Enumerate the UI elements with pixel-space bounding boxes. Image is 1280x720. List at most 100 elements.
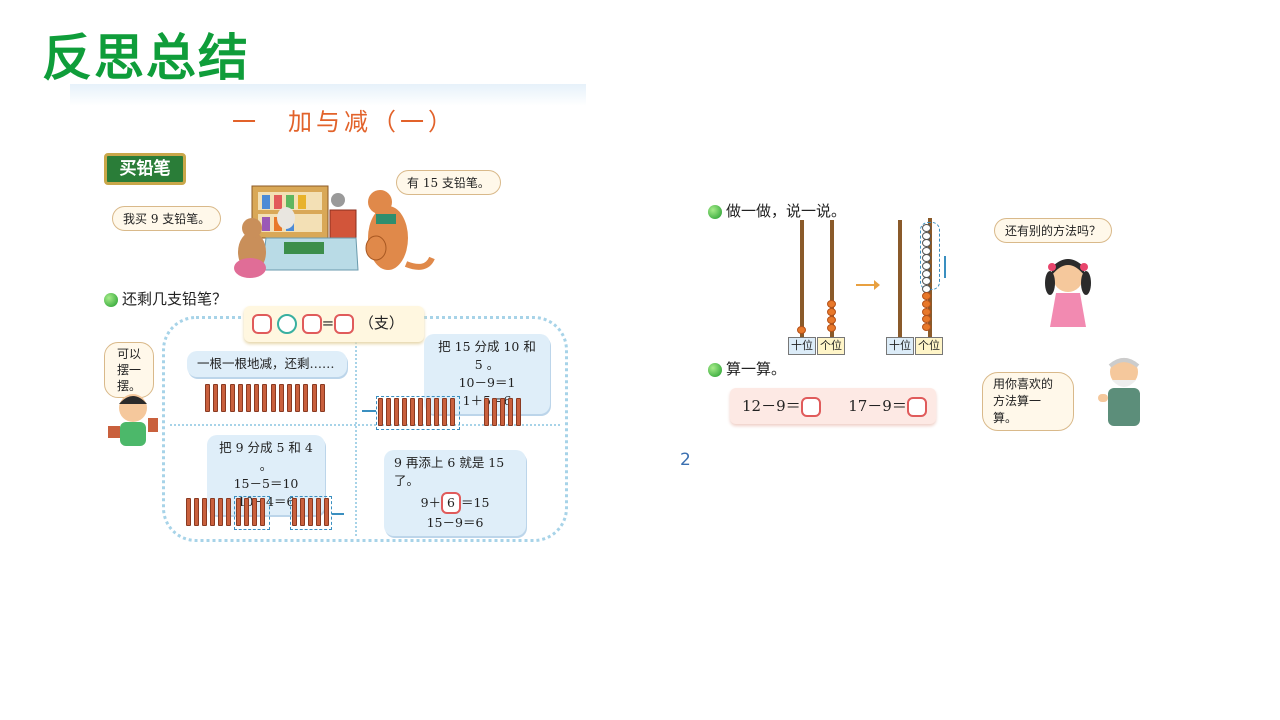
- abacus-1-ones-label: 个位: [817, 337, 845, 355]
- counting-stick: [226, 498, 231, 526]
- method-2-line: 把 15 分成 10 和 5 。: [438, 339, 536, 372]
- do-say-text: 做一做，说一说。: [726, 202, 847, 220]
- counting-stick: [270, 384, 276, 412]
- abacus-bead: [922, 254, 931, 263]
- slide-title: 反思总结: [42, 29, 250, 87]
- abacus-bead: [922, 246, 931, 255]
- shop-scene-illustration: [234, 185, 435, 278]
- green-bullet-icon: [104, 293, 118, 307]
- counting-stick: [236, 498, 241, 526]
- calc-box: 12－9＝ 17－9＝: [730, 388, 936, 424]
- calc-heading-text: 算一算。: [726, 360, 787, 378]
- counting-stick: [244, 498, 249, 526]
- abacus-bead: [797, 326, 806, 334]
- counting-stick: [205, 384, 210, 412]
- green-bullet-icon: [708, 205, 722, 219]
- boy-illustration: [108, 394, 158, 446]
- blank-box: [334, 314, 355, 334]
- counting-stick: [418, 398, 423, 426]
- method-4-intro: 9 再添上 6 就是 15 了。: [394, 455, 505, 488]
- question-heading: 还剩几支铅笔？: [104, 288, 227, 309]
- abacus-2-beads: [922, 224, 936, 334]
- methods-divider-h: [170, 424, 560, 426]
- abacus-2-tens-rod: [898, 220, 902, 338]
- counting-stick: [303, 384, 309, 412]
- counting-stick: [492, 398, 497, 426]
- method-4-eq1-box: 6: [441, 492, 461, 514]
- counting-stick: [260, 498, 265, 526]
- abacus-2-ones-label: 个位: [915, 337, 943, 355]
- method-2-rods-five: [484, 398, 524, 428]
- abacus-bead: [922, 315, 931, 324]
- counting-stick: [246, 384, 251, 412]
- counting-stick: [319, 384, 325, 412]
- counting-stick: [292, 498, 297, 526]
- chapter-band: [70, 84, 586, 106]
- abacus-bead: [922, 307, 931, 316]
- calc-item-2: 17－9＝: [848, 397, 907, 415]
- counting-stick: [386, 398, 391, 426]
- method-4-eq1: 9＋6＝15: [394, 492, 516, 514]
- counting-stick: [308, 498, 313, 526]
- abacus-2-tens-label: 十位: [886, 337, 914, 355]
- abacus-1-ones-rod: [830, 220, 834, 338]
- counting-stick: [500, 398, 505, 426]
- arrow-up-icon: [944, 256, 946, 278]
- answer-box-1[interactable]: [800, 397, 821, 417]
- lesson-tag: 买铅笔: [104, 153, 186, 185]
- do-say-heading: 做一做，说一说。: [708, 200, 846, 221]
- abacus-bead: [922, 277, 931, 286]
- method-3-group-box-2: [290, 496, 332, 530]
- equation-template: = （支）: [244, 306, 424, 342]
- arrow-right-icon: [332, 513, 344, 515]
- grandpa-illustration: [1098, 358, 1140, 426]
- abacus-bead: [922, 262, 931, 270]
- method-2-group-box: [376, 396, 460, 430]
- method-4-eq1-right: ＝15: [461, 495, 490, 510]
- girl-speech-bubble: 还有别的方法吗？: [994, 218, 1113, 243]
- speech-bubble-have: 有 15 支铅笔。: [396, 170, 501, 195]
- method-3-line: 把 9 分成 5 和 4 。: [219, 440, 313, 473]
- chapter-title: 一 加与减（一）: [232, 108, 456, 136]
- counting-stick: [295, 384, 301, 412]
- abacus-bead: [827, 300, 836, 308]
- method-3-line: 15－5＝10: [233, 476, 299, 491]
- method-1-rods: [205, 384, 331, 414]
- boy-speech-bubble: 可以摆一摆。: [104, 342, 154, 398]
- counting-stick: [442, 398, 447, 426]
- counting-stick: [229, 384, 235, 412]
- counting-stick: [394, 398, 399, 426]
- calc-heading: 算一算。: [708, 358, 786, 379]
- method-3-callout: 把 9 分成 5 和 4 。 15－5＝10 10－4＝6: [207, 435, 325, 515]
- counting-stick: [287, 384, 292, 412]
- counting-stick: [194, 498, 199, 526]
- method-4-eq2: 15－9＝6: [426, 515, 484, 530]
- girl-illustration: [1045, 259, 1091, 327]
- counting-stick: [186, 498, 191, 526]
- method-4-eq1-left: 9＋: [420, 495, 442, 510]
- counting-stick: [237, 384, 243, 412]
- method-1-callout: 一根一根地减，还剩……: [187, 351, 347, 377]
- equation-unit: （支）: [358, 314, 404, 332]
- green-bullet-icon: [708, 363, 722, 377]
- answer-box-2[interactable]: [906, 397, 927, 417]
- method-2-line: 10－9＝1: [458, 375, 516, 390]
- blank-box: [252, 314, 272, 334]
- methods-divider-v: [355, 322, 357, 536]
- counting-stick: [213, 384, 219, 412]
- counting-stick: [378, 398, 383, 426]
- method-4-callout: 9 再添上 6 就是 15 了。 9＋6＝15 15－9＝6: [384, 450, 526, 536]
- counting-stick: [221, 384, 227, 412]
- abacus-bead: [922, 224, 931, 232]
- arrow-right-icon: [856, 284, 876, 286]
- calc-item-1: 12－9＝: [742, 397, 801, 415]
- abacus-1-tens-rod: [800, 220, 804, 338]
- counting-stick: [316, 498, 321, 526]
- grandpa-speech-bubble: 用你喜欢的方法算一算。: [982, 372, 1074, 431]
- counting-stick: [262, 384, 268, 412]
- counting-stick: [210, 498, 215, 526]
- question-text: 还剩几支铅笔？: [122, 290, 228, 308]
- counting-stick: [402, 398, 407, 426]
- equals-sign: =: [321, 314, 335, 332]
- method-2-rods-ten: [378, 398, 458, 428]
